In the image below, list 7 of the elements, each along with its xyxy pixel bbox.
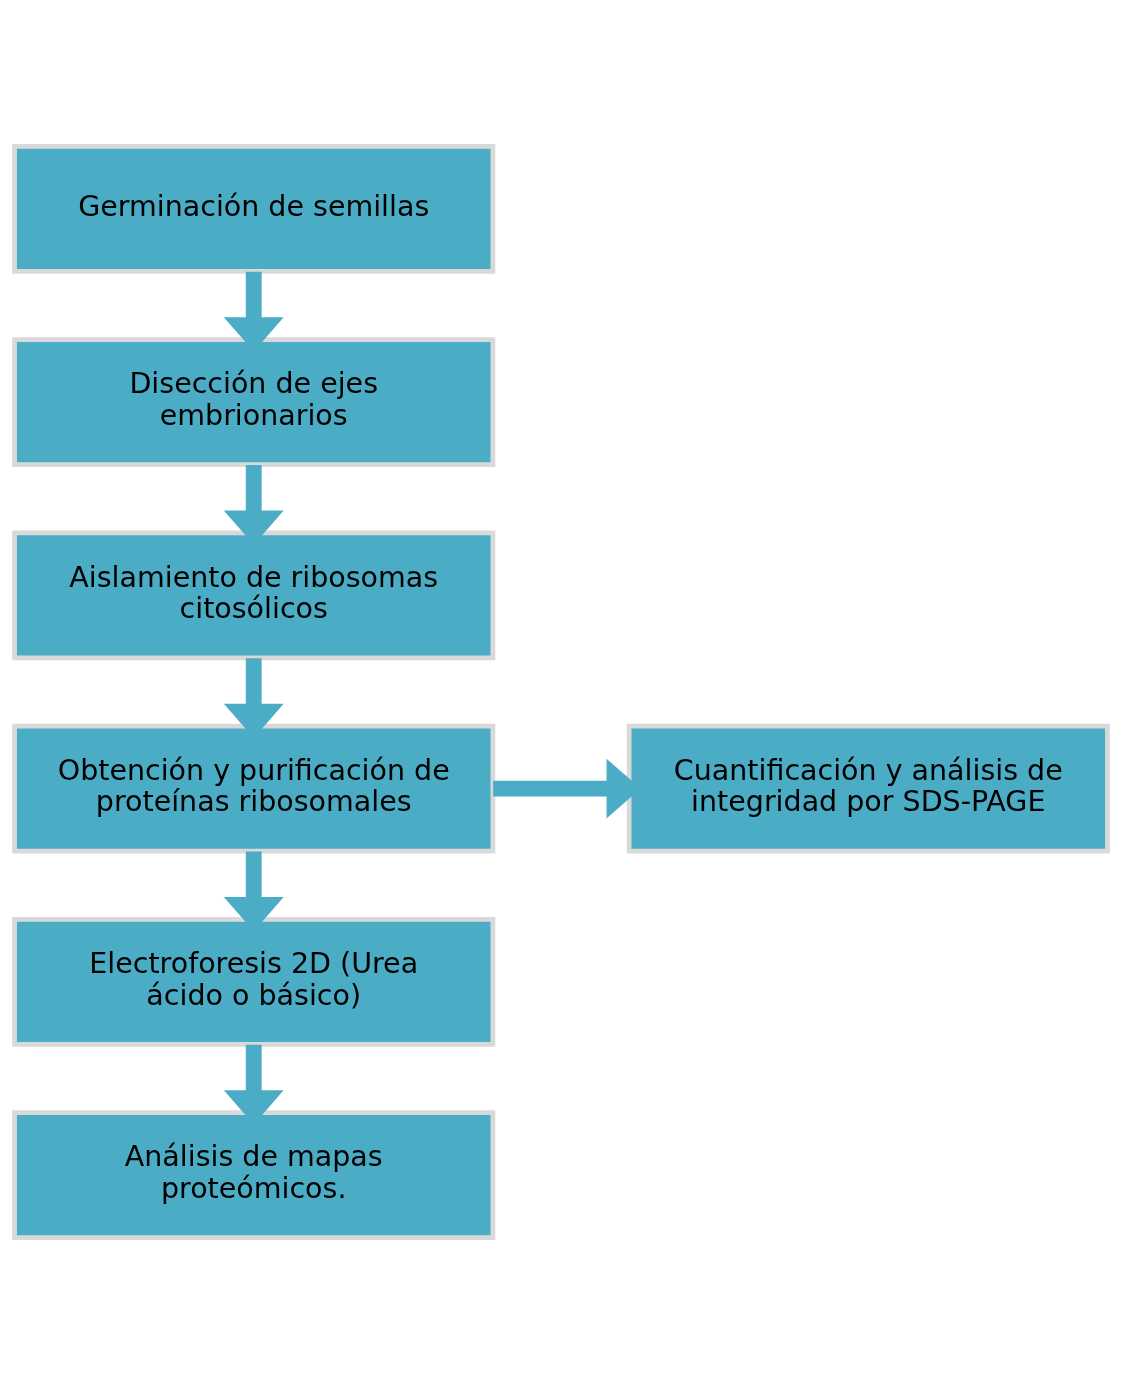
- node-box: Disección de ejes embrionarios: [12, 337, 496, 468]
- node-box: Análisis de mapas proteómicos.: [12, 1110, 496, 1241]
- node-box: Electroforesis 2D (Urea ácido o básico): [12, 916, 496, 1047]
- node-box: Cuantificación y análisis de integridad por SDS-PAGE: [626, 723, 1110, 854]
- node-box: Aislamiento de ribosomas citosólicos: [12, 530, 496, 661]
- node-box: Obtención y purificación de proteínas ribosomales: [12, 723, 496, 854]
- node-box: Germinación de semillas: [12, 143, 496, 274]
